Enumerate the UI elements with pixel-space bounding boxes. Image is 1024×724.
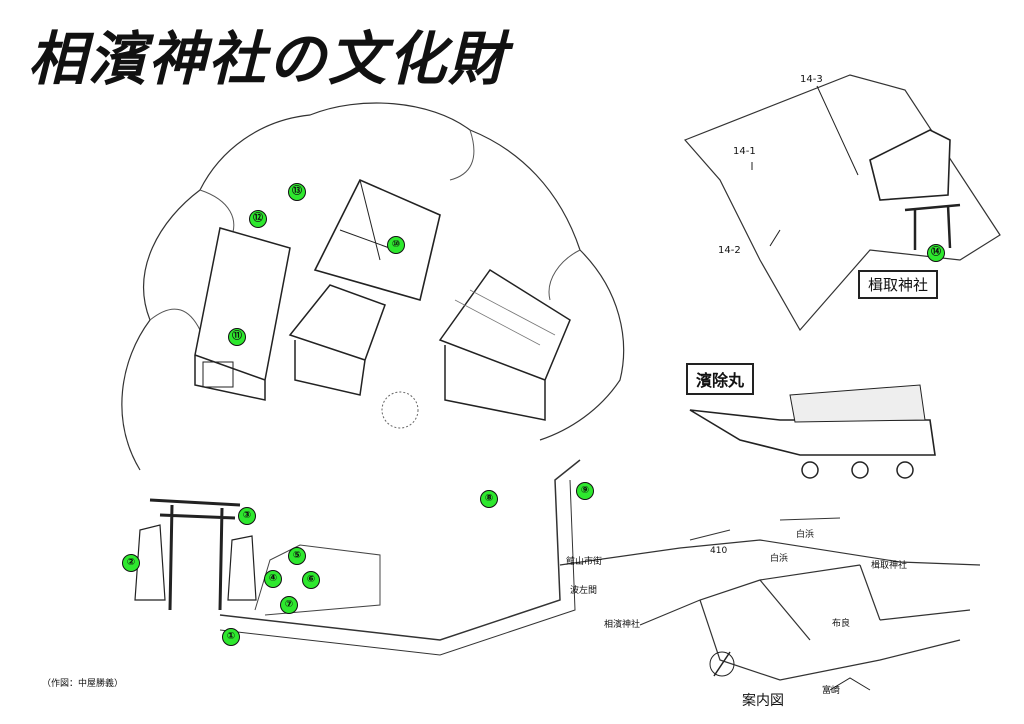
main-hall-roof: [313, 178, 441, 301]
callout-14-3: 14-3: [800, 74, 823, 85]
marker-6: ⑥: [302, 571, 320, 589]
marker-4: ④: [264, 570, 282, 588]
guide-map-label: 波左間: [570, 586, 598, 596]
marker-2: ②: [122, 554, 140, 572]
marker-8: ⑧: [480, 490, 498, 508]
kajitori-inset-outline: [683, 74, 1001, 332]
kajitori-shrine-label: 楫取神社: [858, 270, 939, 299]
guide-map-label: 白浜: [796, 530, 815, 540]
forest-outline: [121, 102, 625, 471]
guide-map-label: 布良: [832, 619, 851, 629]
marker-3: ③: [238, 507, 256, 525]
guide-map-label: 富崎: [822, 686, 841, 696]
marker-13: ⑬: [288, 183, 306, 201]
callout-14-2: 14-2: [718, 245, 741, 256]
grounds-wall: [219, 459, 581, 641]
marker-11: ⑪: [228, 328, 246, 346]
marker-12: ⑫: [249, 210, 267, 228]
guide-map-label: 楫取神社: [871, 561, 908, 571]
warehouse: [194, 227, 291, 401]
marker-1: ①: [222, 628, 240, 646]
compass-icon: [709, 651, 735, 677]
credit-text: （作図：中屋勝義）: [42, 679, 124, 689]
worship-hall: [288, 284, 386, 396]
torii-gate: [149, 498, 241, 611]
festival-float-label: 濱除丸: [686, 363, 755, 395]
kajitori-shrine: [869, 129, 951, 201]
map-title: 相濱神社の文化財: [28, 25, 509, 93]
marker-14: ⑭: [927, 244, 945, 262]
callout-14-1: 14-1: [733, 146, 756, 157]
guide-map-title: 案内図: [742, 693, 784, 709]
marker-7: ⑦: [280, 596, 298, 614]
guide-map-label: 410: [710, 546, 728, 556]
guide-map-label: 館山市街: [566, 557, 603, 567]
marker-10: ⑩: [387, 236, 405, 254]
guide-map-label: 白浜: [770, 554, 789, 564]
assembly-hall: [438, 268, 571, 421]
marker-5: ⑤: [288, 547, 306, 565]
marker-9: ⑨: [576, 482, 594, 500]
guide-map-label: 相濱神社: [604, 620, 641, 630]
guide-map-roads: [559, 539, 981, 681]
